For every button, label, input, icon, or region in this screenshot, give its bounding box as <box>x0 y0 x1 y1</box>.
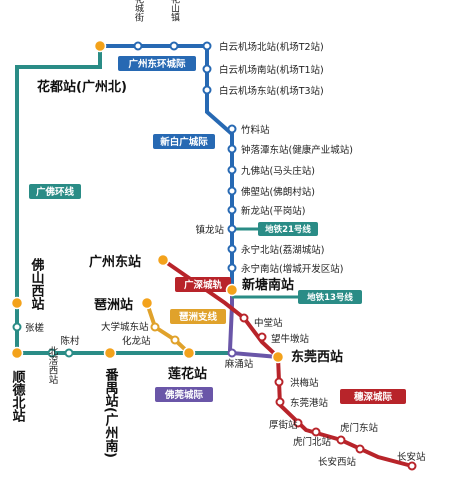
interchange-huadu <box>93 39 107 53</box>
station-dot-zhongluotan <box>227 144 237 154</box>
guangfo-ring-label: 广佛环线 <box>36 186 75 198</box>
label-t1: 白云机场南站(机场T1站) <box>219 64 324 76</box>
label-jiufo: 九佛站(马头庄站) <box>241 165 315 177</box>
label-foling: 佛塱站(佛朗村站) <box>241 186 315 198</box>
label-houjie: 厚街站 <box>269 419 298 431</box>
interchange-lianhua <box>182 346 196 360</box>
station-dot-wangniudun <box>257 332 267 342</box>
label-xintangnan: 新塘南站 <box>242 277 294 293</box>
label-foshanxi: 佛山西站 <box>29 257 46 311</box>
station-dot-beijiao <box>47 348 57 358</box>
xinbai-label: 新白广城际 <box>160 136 208 148</box>
label-changan: 长安站 <box>397 451 426 463</box>
station-dot-jiufo <box>227 165 237 175</box>
station-dot-yongningbei <box>227 244 237 254</box>
station-dot-dongguangang <box>275 397 285 407</box>
label-huadu: 花都站(广州北) <box>37 79 127 95</box>
label-daxuecheng: 大学城东站 <box>101 321 149 333</box>
label-dongguanxi: 东莞西站 <box>291 349 343 365</box>
interchange-foshanxi <box>10 296 24 310</box>
station-dot-huashanzhen <box>169 41 179 51</box>
station-dot-humendong <box>336 435 346 445</box>
interchange-panyu <box>103 346 117 360</box>
station-dot-yongningnan <box>227 263 237 273</box>
guangfo-ring-line <box>15 46 232 355</box>
pazhou-label: 琶洲支线 <box>179 311 218 323</box>
label-dongguangang: 东莞港站 <box>290 397 329 409</box>
label-machong: 麻涌站 <box>225 358 254 370</box>
label-guangzhoudong: 广州东站 <box>89 254 141 270</box>
guangshen-label: 广深城轨 <box>184 279 223 291</box>
label-humendong: 虎门东站 <box>340 422 379 434</box>
station-dot-huahuazhan <box>170 335 180 345</box>
label-yongningnan: 永宁南站(增城开发区站) <box>241 263 343 275</box>
label-changanxi: 长安西站 <box>318 456 357 468</box>
label-zhuliao: 竹料站 <box>241 124 270 136</box>
suishen-label: 穗深城际 <box>354 391 393 403</box>
label-panyu: 番禺站(广州南) <box>103 367 120 457</box>
label-pazhou: 琶洲站 <box>94 297 133 313</box>
dongguan-ring-label: 广州东环城际 <box>128 58 186 70</box>
station-dot-changan <box>407 461 417 471</box>
label-yongningbei: 永宁北站(荔湖城站) <box>241 244 324 256</box>
foguan-label: 佛莞城际 <box>164 389 204 401</box>
station-dot-zhuliao <box>227 124 237 134</box>
station-dot-daxuecheng <box>150 322 160 332</box>
station-dot-houjie <box>293 418 303 428</box>
label-beijiao: 北滘西站 <box>47 346 59 385</box>
label-lianhua: 莲花站 <box>168 366 207 382</box>
station-dot-t3 <box>202 85 212 95</box>
label-huahuazhan: 化龙站 <box>122 335 151 347</box>
station-dot-foling <box>227 186 237 196</box>
interchange-xintangnan <box>225 283 239 297</box>
label-t3: 白云机场东站(机场T3站) <box>219 85 324 97</box>
station-dot-zhenlong <box>227 224 237 234</box>
interchange-dongguanxi <box>271 350 285 364</box>
label-wangniudun: 望牛墩站 <box>271 333 310 345</box>
interchange-pazhou <box>140 296 154 310</box>
label-huachengjie: 花城街 <box>133 0 144 22</box>
station-dot-zhangcha <box>12 322 22 332</box>
station-dot-changanxi <box>355 444 365 454</box>
label-huashanzhen: 花山镇 <box>169 0 180 22</box>
label-xinlong: 新龙站(平岗站) <box>241 205 305 217</box>
suishen-line <box>276 356 413 468</box>
station-dot-t1 <box>202 64 212 74</box>
station-dot-humenbei <box>311 427 321 437</box>
metro13-label: 地铁13号线 <box>307 292 353 303</box>
interchange-shunde <box>10 346 24 360</box>
station-dot-xinlong <box>227 205 237 215</box>
label-t2: 白云机场北站(机场T2站) <box>219 41 324 53</box>
label-humenbei: 虎门北站 <box>293 436 332 448</box>
label-chencun: 陈村 <box>60 335 80 347</box>
station-dot-huachengjie <box>133 41 143 51</box>
label-shunde: 顺德北站 <box>10 370 26 423</box>
station-dot-zhongtang <box>239 313 249 323</box>
station-dot-t2 <box>202 41 212 51</box>
label-zhenlong: 镇龙站 <box>195 224 224 236</box>
pazhou-line <box>145 302 191 355</box>
station-dot-chencun <box>64 348 74 358</box>
label-zhongluotan: 钟落潭东站(健康产业城站) <box>241 144 353 156</box>
metro21-label: 地铁21号线 <box>265 224 311 235</box>
label-zhongtang: 中堂站 <box>254 317 283 329</box>
station-dot-hongmei <box>274 377 284 387</box>
label-hongmei: 洪梅站 <box>290 377 319 389</box>
label-zhangcha: 张槎 <box>25 322 45 334</box>
interchange-guangzhoudong <box>156 253 170 267</box>
station-dot-machong <box>227 348 237 358</box>
